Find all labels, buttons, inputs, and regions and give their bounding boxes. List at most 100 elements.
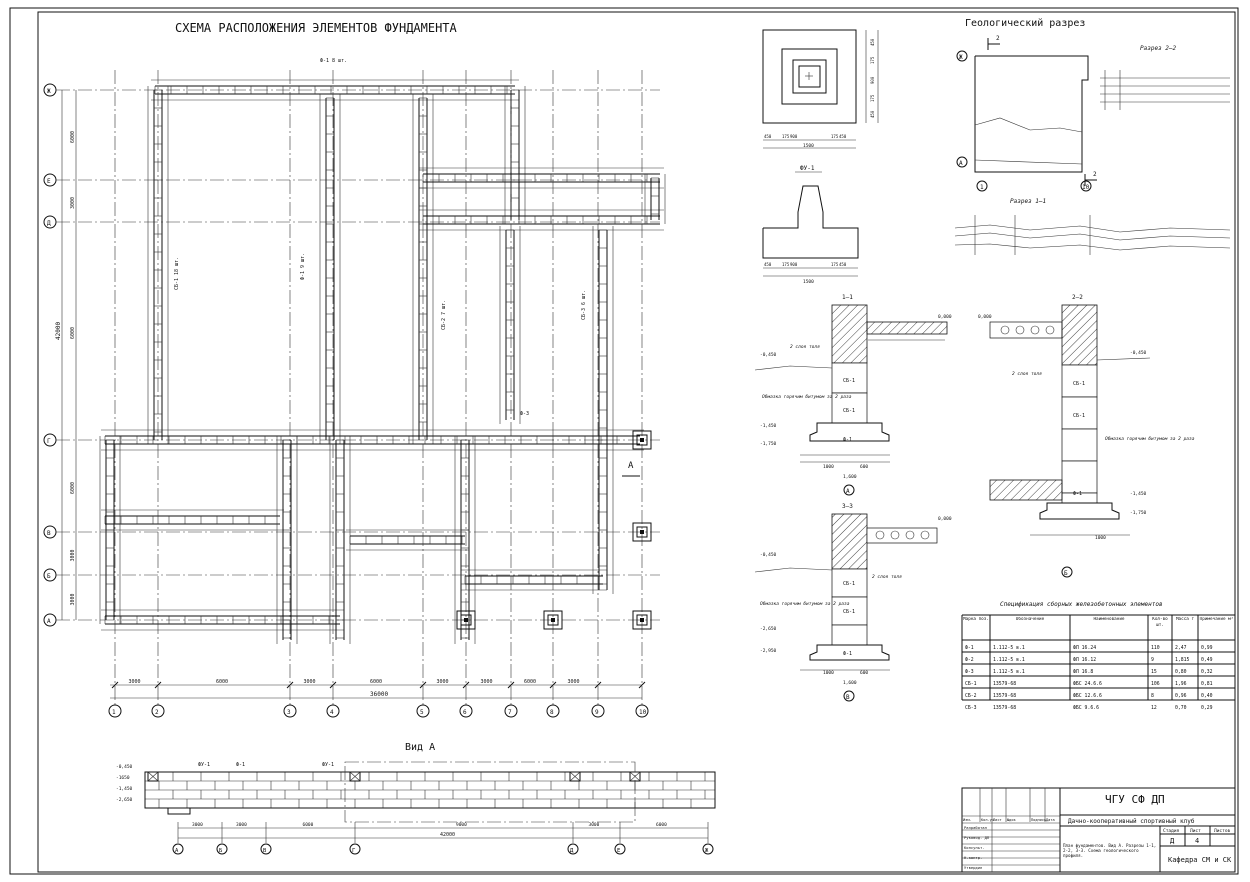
level: -2,950 [760,648,777,654]
axis-label: 8 [550,709,554,716]
spec-cell: 110 [1151,645,1160,651]
level: 0,000 [978,314,992,320]
stamp-org: ЧГУ СФ ДП [1105,793,1165,806]
spec-cell: 0,32 [1201,669,1213,675]
stamp-col-head: Лист [993,818,1002,822]
dim-label: 3000 [236,822,247,828]
dim-label: 6000 [70,327,76,339]
spec-cell: Ф-2 [965,657,974,663]
view-a-dim-total: 42000 [440,832,455,838]
section-1-1: 1–1 СБ-1 СБ-1 Ф-1 1000 600 1,600 -0,450 … [754,294,952,496]
dim-label: 3000 [437,679,449,685]
stamp-stage: Д [1170,837,1175,845]
dim-label: 6000 [303,822,314,828]
spec-cell: 1.112-5 в.1 [993,657,1025,663]
stamp-dept: Кафедра СМ и СК [1168,856,1232,864]
dim-label: 175 [782,134,790,139]
level: -1,450 [116,786,133,792]
block-label: СБ-1 [843,609,855,615]
spec-header: Примечание м³ [1199,617,1234,622]
dim-label: 175 [831,134,839,139]
dim-label: 450 [764,262,772,267]
spec-header: Обозначение [1015,617,1045,622]
plan-label: Ф-1 8 шт. [320,58,347,64]
spec-cell: 15 [1151,669,1157,675]
axis-label: Ж [47,88,51,95]
axis-label: 2 [155,709,159,716]
section-33-title: 3–3 [842,503,853,510]
stamp-head: Листов [1214,828,1231,834]
spec-cell: 0,70 [1175,705,1187,711]
section-3-3: 3–3 СБ-1 СБ-1 Ф-1 1000 600 1,600 -0,450 … [754,503,952,702]
dim-label: 450 [870,38,875,46]
column-footing [632,610,652,630]
axis-label: Г [47,438,51,445]
level: -2,650 [760,626,777,632]
stamp-role: Утвердил [964,865,982,870]
plan-label: Ф-3 [520,411,529,417]
axis-label: Е [617,848,620,854]
plan-label: Ф-1 9 шт. [300,253,306,280]
geo-section-22-label: Разрез 2–2 [1140,45,1177,52]
spec-header: Наименование [1093,617,1125,622]
axis-label: 10 [639,709,647,716]
spec-cell: ФБС 9.6.6 [1073,705,1099,711]
stamp-project: Дачно-кооперативный спортивный клуб [1068,818,1195,825]
dim: 600 [860,670,868,676]
note: 2 слоя толя [872,574,902,580]
geo-axis: 1 [980,184,984,191]
column-footing [632,430,652,450]
plan-label: СБ-1 18 шт. [174,257,180,290]
block-label: СБ-1 [1073,381,1085,387]
spec-cell: 0,40 [1201,693,1213,699]
axis-label: Г [352,848,356,854]
axis-label: Б [47,573,51,580]
dim-label: 3000 [304,679,316,685]
dim: 1,600 [843,680,857,686]
dim-label: 3000 [70,593,76,605]
level: -0,450 [760,352,777,358]
spec-cell: 8 [1151,693,1154,699]
spec-cell: 13579-68 [993,705,1016,711]
dim-label: 450 [870,110,875,118]
stamp-head: Лист [1190,828,1201,834]
fu1-dim-total-2: 1500 [803,279,814,285]
stamp-col-head: Дата [1046,818,1055,822]
note: Обмазка горячим битумом за 2 раза [1105,435,1195,442]
stamp-sheet: 4 [1195,837,1199,845]
block-label: СБ-1 [1073,413,1085,419]
block-label: Ф-1 [843,651,852,657]
view-a-marker: А [628,461,634,471]
inner-frame [37,11,1236,873]
axis-label: Д [570,848,574,854]
spec-cell: 1.112-5 в.1 [993,645,1025,651]
stamp-desc: План фундаментов. Вид А. Разрезы 1-1, 2-… [1063,843,1157,858]
dim: 1000 [823,670,834,676]
dim-label: 175 [831,262,839,267]
plan-label: СБ-2 7 шт. [441,300,447,330]
dim: 1,600 [843,474,857,480]
view-a-title: Вид А [405,742,435,753]
stamp-col-head: Подпись [1031,818,1046,822]
axis-label: А [175,848,179,854]
section-2-2: 2–2 СБ-1 СБ-1 Ф-1 1000 0,000 -0,450 -1,4… [978,294,1195,578]
spec-cell: Ф-3 [965,669,974,675]
section-badge: Б [1064,570,1068,577]
spec-cell: ФБС 12.6.6 [1073,693,1102,699]
dim-label: 3000 [70,549,76,561]
section-badge: В [846,694,850,701]
section-11-title: 1–1 [842,294,853,301]
spec-cell: 13579-68 [993,693,1016,699]
geo-axis: Ж [959,54,963,61]
dim-label: 450 [839,134,847,139]
stamp-col-head: Изм. [963,818,972,822]
plan-label: СБ-3 6 шт. [581,290,587,320]
spec-cell: 9 [1151,657,1154,663]
spec-cell: 0,49 [1201,657,1213,663]
spec-title: Спецификация сборных железобетонных элем… [1000,601,1163,608]
level: -1,750 [760,441,777,447]
note: 2 слоя толя [1012,371,1042,377]
view-a-label: ФУ-1 [198,762,210,768]
dim-label: 3000 [568,679,580,685]
